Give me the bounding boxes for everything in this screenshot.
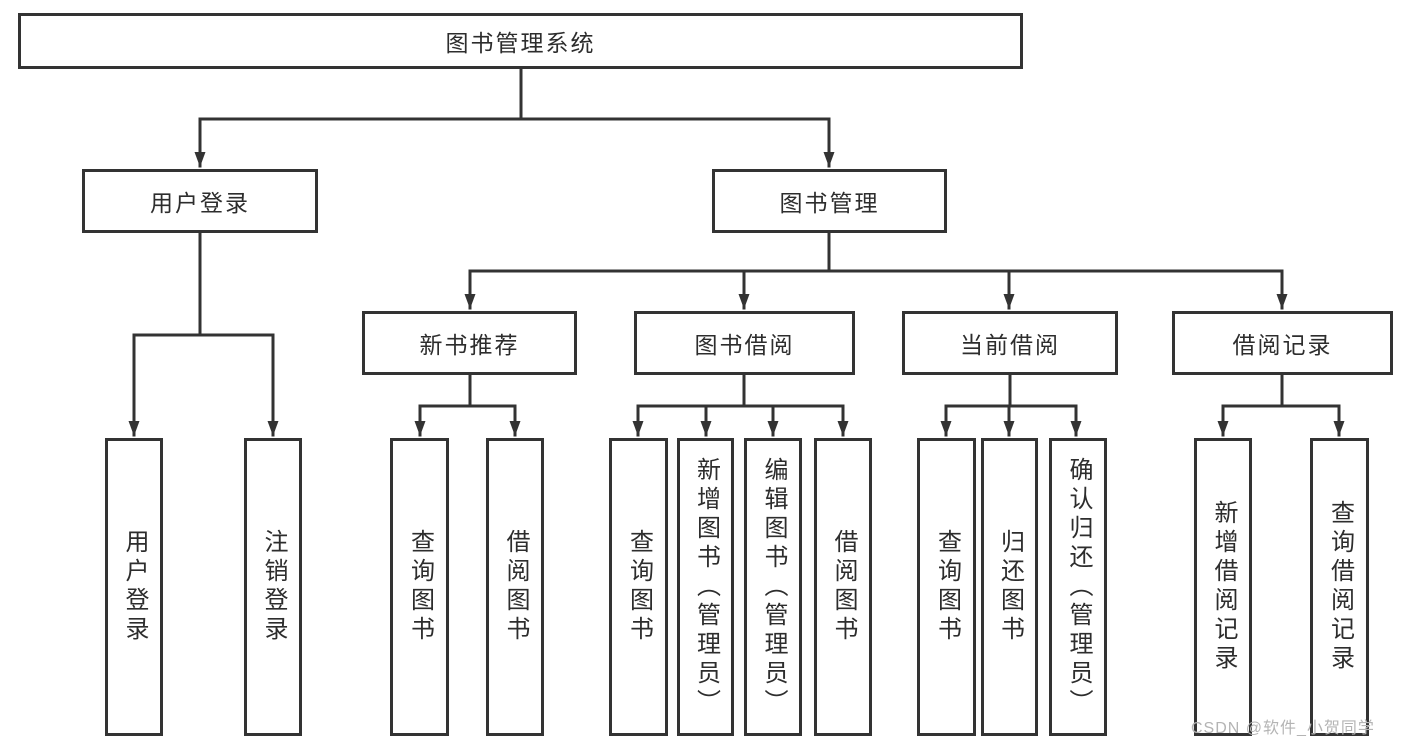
leaf-current-return-books: 归还图书 bbox=[981, 438, 1038, 736]
node-current-borrowing: 当前借阅 bbox=[902, 311, 1118, 375]
leaf-borrow-edit-books-admin: 编辑图书（管理员） bbox=[744, 438, 802, 736]
leaf-newbook-query-books: 查询图书 bbox=[390, 438, 449, 736]
leaf-borrow-query-books: 查询图书 bbox=[609, 438, 668, 736]
leaf-record-query-borrow-record: 查询借阅记录 bbox=[1310, 438, 1369, 736]
leaf-current-confirm-return-admin: 确认归还（管理员） bbox=[1049, 438, 1107, 736]
leaf-current-query-books: 查询图书 bbox=[917, 438, 976, 736]
node-borrowing-records: 借阅记录 bbox=[1172, 311, 1393, 375]
node-library-management-system: 图书管理系统 bbox=[18, 13, 1023, 69]
node-book-borrowing: 图书借阅 bbox=[634, 311, 855, 375]
leaf-record-add-borrow-record: 新增借阅记录 bbox=[1194, 438, 1252, 736]
leaf-user-login: 用户登录 bbox=[105, 438, 163, 736]
node-user-login: 用户登录 bbox=[82, 169, 318, 233]
leaf-borrow-add-books-admin: 新增图书（管理员） bbox=[677, 438, 734, 736]
leaf-logout: 注销登录 bbox=[244, 438, 302, 736]
node-book-management: 图书管理 bbox=[712, 169, 947, 233]
leaf-newbook-borrow-books: 借阅图书 bbox=[486, 438, 544, 736]
node-new-book-recommendation: 新书推荐 bbox=[362, 311, 577, 375]
csdn-watermark: CSDN @软件_小贺同学 bbox=[1191, 720, 1375, 737]
leaf-borrow-borrow-books: 借阅图书 bbox=[814, 438, 872, 736]
